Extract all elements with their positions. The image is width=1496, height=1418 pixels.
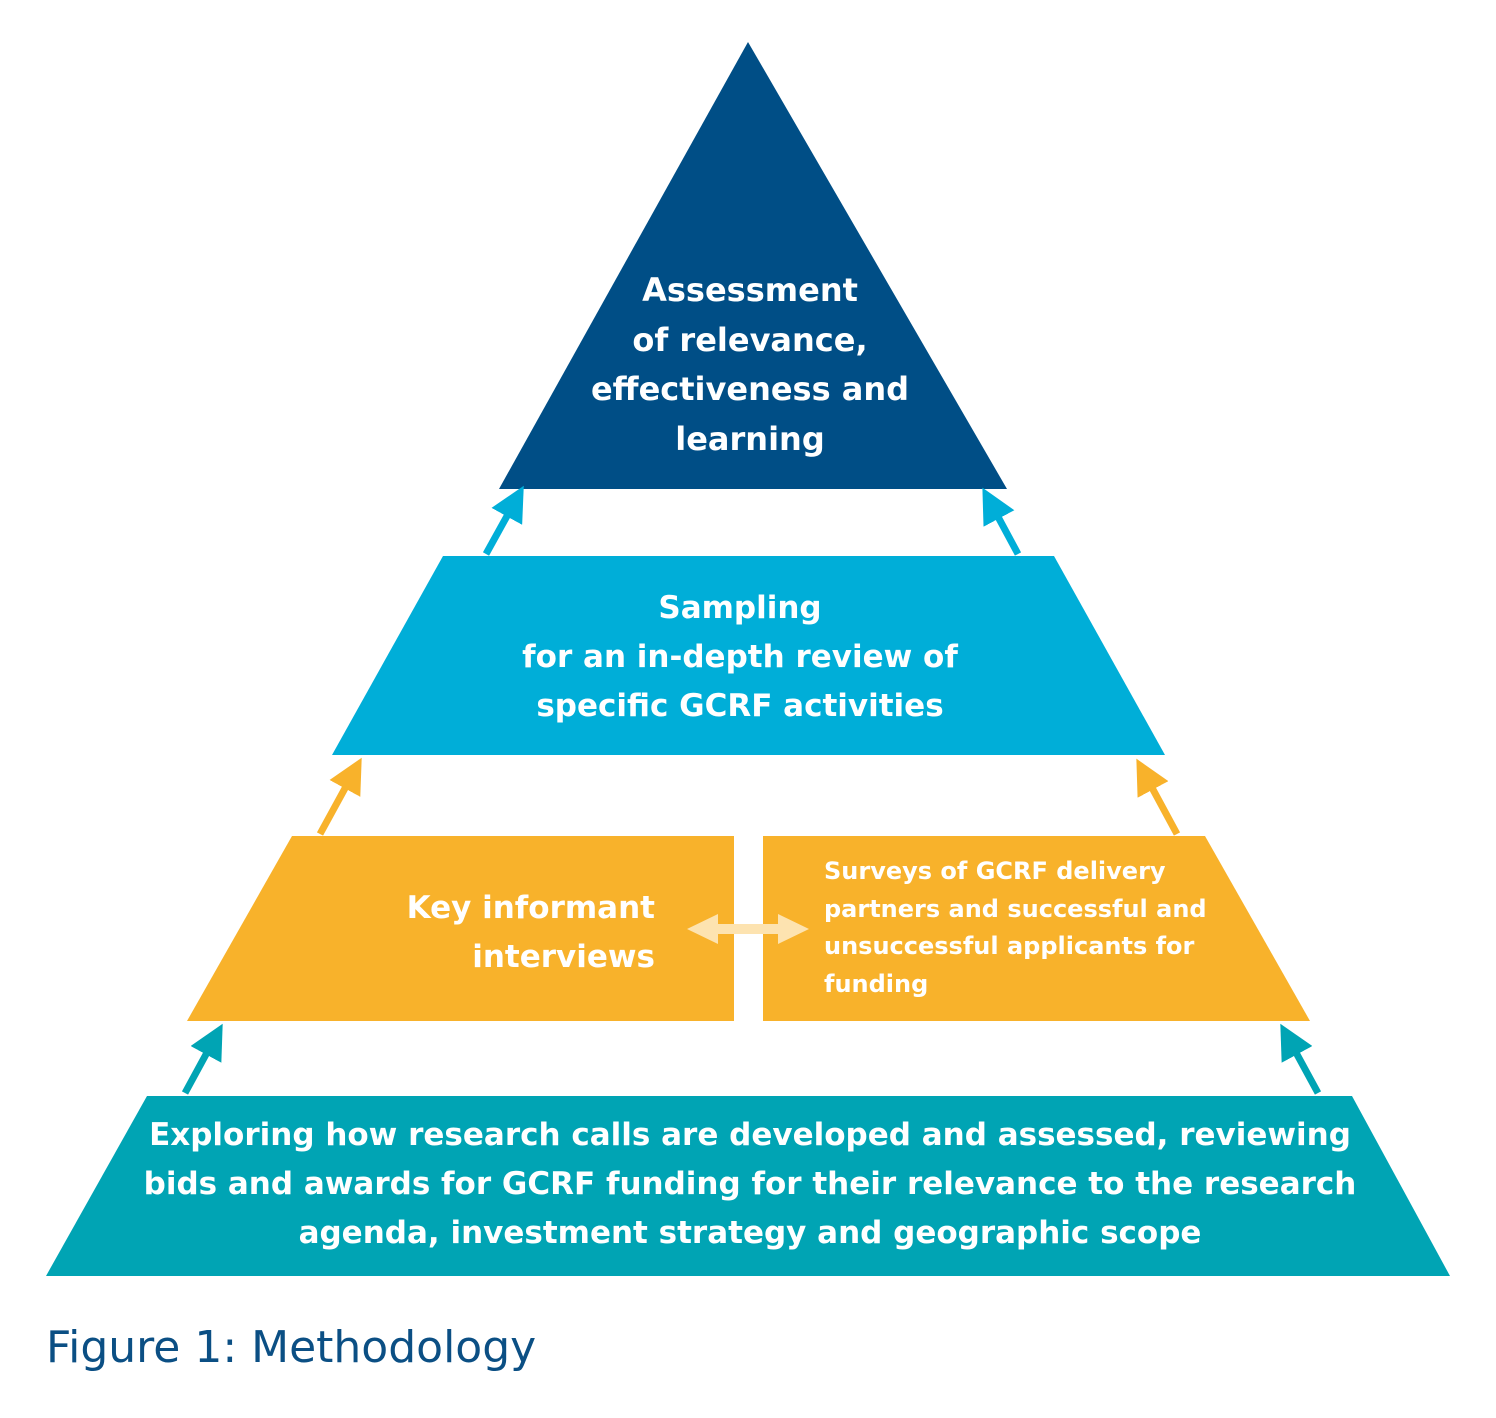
tier-surveys-line: unsuccessful applicants for	[824, 932, 1195, 960]
tier-interviews-line: Key informant	[406, 890, 655, 926]
tier-top-line: Assessment	[642, 271, 858, 309]
tier-top-triangle	[499, 42, 1007, 489]
tier-top-line: effectiveness and	[590, 370, 910, 408]
arrow-base-to-middle-left	[181, 1023, 223, 1095]
tier-top-line: of relevance,	[632, 320, 868, 359]
tier-base-label: Exploring how research calls are develop…	[120, 1111, 1380, 1258]
double-arrow-shaft	[712, 924, 784, 934]
arrow-middle-to-sampling-right	[1136, 758, 1181, 836]
tier-interviews-label: Key informant interviews	[380, 884, 655, 982]
double-arrow-interviews-surveys	[687, 914, 809, 944]
tier-sampling-label: Sampling for an in-depth review of speci…	[430, 584, 1050, 731]
tier-sampling-line: for an in-depth review of	[522, 639, 958, 675]
figure-caption: Figure 1: Methodology	[46, 1322, 537, 1373]
tier-top-label: Assessment of relevance, effectiveness a…	[560, 266, 940, 464]
double-arrow-right-head	[778, 914, 809, 944]
tier-base-line: agenda, investment strategy and geograph…	[298, 1215, 1202, 1251]
tier-interviews-line: interviews	[472, 939, 655, 975]
arrow-sampling-to-top-left	[482, 485, 524, 556]
tier-interviews-block	[187, 836, 734, 1021]
arrow-base-to-middle-right	[1280, 1023, 1322, 1095]
tier-surveys-line: partners and successful and	[824, 894, 1207, 923]
tier-surveys-line: funding	[824, 969, 929, 998]
arrow-sampling-to-top-right	[982, 487, 1022, 556]
tier-base-line: Exploring how research calls are develop…	[149, 1117, 1351, 1153]
tier-base-trapezoid	[46, 1096, 1450, 1276]
arrow-middle-to-sampling-left	[316, 757, 362, 836]
tier-sampling-trapezoid	[332, 556, 1165, 755]
tier-top-line: learning	[675, 419, 825, 458]
tier-sampling-line: Sampling	[658, 590, 822, 626]
tier-surveys-block	[763, 836, 1310, 1021]
tier-surveys-label: Surveys of GCRF delivery partners and su…	[824, 853, 1264, 1003]
tier-base-line: bids and awards for GCRF funding for the…	[143, 1166, 1357, 1202]
tier-sampling-line: specific GCRF activities	[536, 688, 944, 724]
tier-surveys-line: Surveys of GCRF delivery	[824, 857, 1166, 885]
double-arrow-left-head	[687, 914, 718, 944]
